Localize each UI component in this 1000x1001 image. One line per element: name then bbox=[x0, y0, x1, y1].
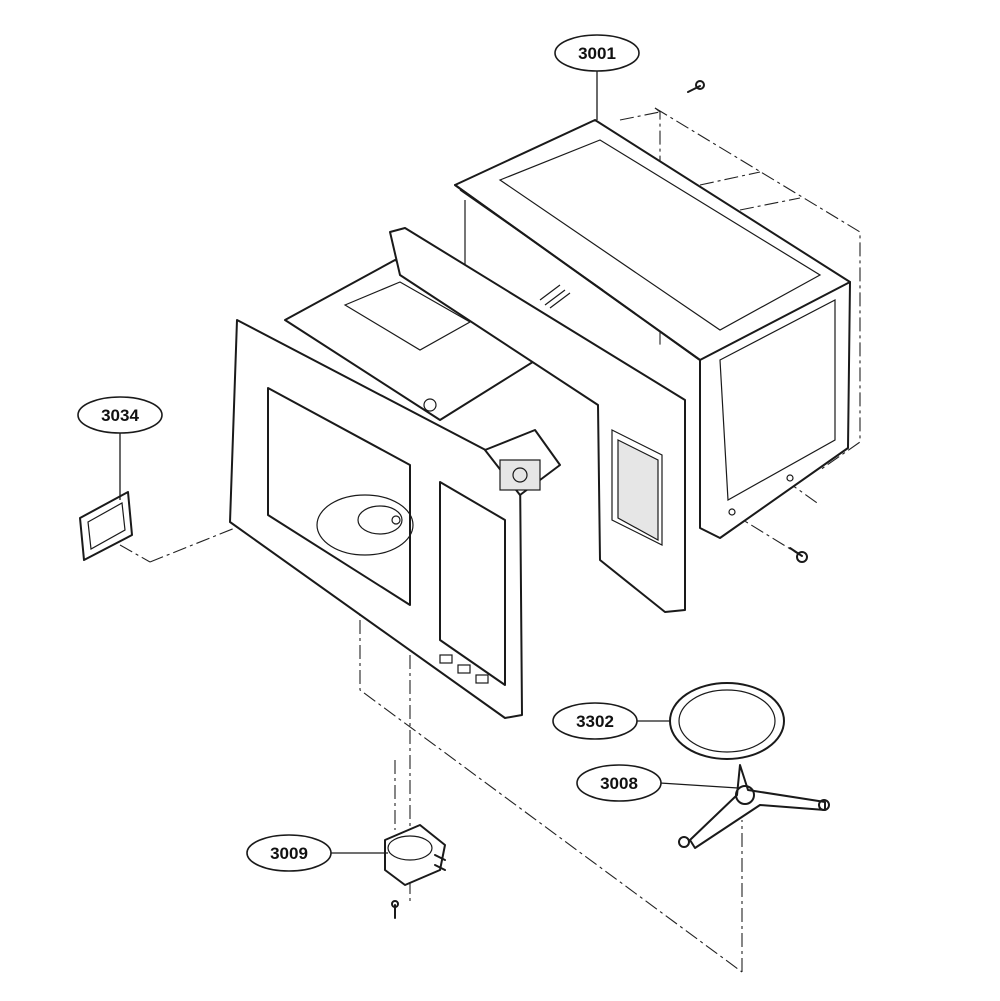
callout-3034: 3034 bbox=[77, 396, 163, 500]
screw-top bbox=[687, 80, 705, 93]
callout-3302: 3302 bbox=[552, 702, 670, 740]
callout-label-3008: 3008 bbox=[600, 774, 638, 793]
callout-3008: 3008 bbox=[576, 764, 739, 802]
cover-plate bbox=[79, 491, 133, 561]
callout-3009: 3009 bbox=[246, 834, 388, 872]
screw-right bbox=[789, 547, 808, 563]
turntable-motor bbox=[384, 824, 446, 919]
glass-tray bbox=[669, 682, 785, 760]
roller-support bbox=[678, 764, 830, 849]
callout-label-3034: 3034 bbox=[101, 406, 139, 425]
inner-cavity bbox=[229, 227, 686, 719]
callout-3001: 3001 bbox=[554, 34, 640, 120]
callout-label-3001: 3001 bbox=[578, 44, 616, 63]
outer-cabinet bbox=[454, 119, 851, 539]
callout-label-3302: 3302 bbox=[576, 712, 614, 731]
callout-label-3009: 3009 bbox=[270, 844, 308, 863]
